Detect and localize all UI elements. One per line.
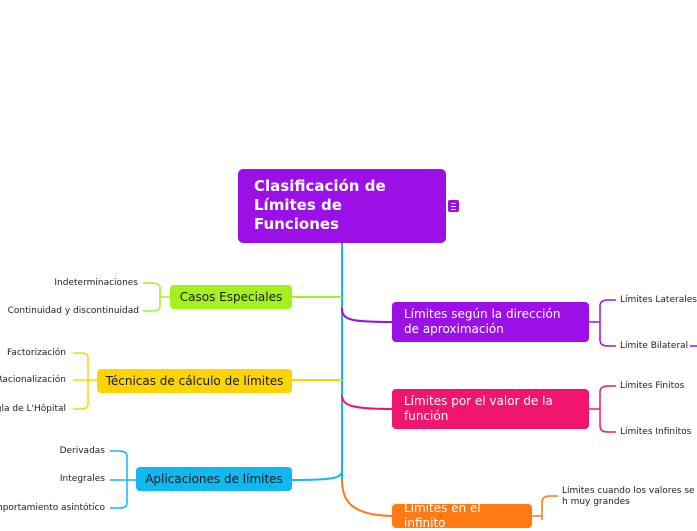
branch-direccion-aproximacion[interactable]: Límites según la dirección de aproximaci… [392, 302, 589, 342]
leaf-valores-muy-grandes[interactable]: Límites cuando los valores se h muy gran… [562, 486, 695, 507]
leaf-limites-infinitos[interactable]: Límites Infinitos [620, 427, 692, 437]
branch-aplicaciones[interactable]: Aplicaciones de límites [136, 467, 292, 491]
leaf-limites-finitos[interactable]: Límites Finitos [620, 381, 685, 391]
branch-limites-infinito[interactable]: Límites en el infinito [392, 501, 532, 530]
branch-valor-funcion[interactable]: Límites por el valor de la función [392, 389, 589, 429]
leaf-racionalizacion[interactable]: Racionalización [0, 375, 66, 385]
branch-tecnicas-calculo[interactable]: Técnicas de cálculo de límites [97, 369, 292, 393]
root-topic[interactable]: Clasificación de Límites de Funciones [238, 169, 446, 243]
branch-casos-especiales[interactable]: Casos Especiales [170, 285, 292, 309]
notes-icon[interactable] [448, 200, 459, 212]
branch-label: Límites según la dirección de aproximaci… [404, 307, 561, 336]
branch-label: Límites por el valor de la función [404, 394, 553, 423]
leaf-continuidad[interactable]: Continuidad y discontinuidad [7, 306, 139, 316]
branch-label: Casos Especiales [179, 289, 283, 304]
branch-label: Técnicas de cálculo de límites [105, 373, 284, 388]
leaf-indeterminaciones[interactable]: Indeterminaciones [54, 278, 138, 288]
leaf-derivadas[interactable]: Derivadas [59, 446, 105, 456]
branch-label: Aplicaciones de límites [145, 471, 283, 486]
leaf-lhopital[interactable]: gla de L'Hôpital [0, 404, 66, 414]
leaf-limites-laterales[interactable]: Límites Laterales [620, 295, 697, 305]
leaf-comportamiento-asintotico[interactable]: mportamiento asintótico [0, 503, 105, 513]
leaf-limite-bilateral[interactable]: Límite Bilateral [620, 341, 689, 351]
root-title: Clasificación de Límites de Funciones [254, 177, 386, 233]
leaf-factorizacion[interactable]: Factorización [7, 348, 66, 358]
connector-lines [73, 243, 697, 520]
leaf-integrales[interactable]: Integrales [59, 474, 105, 484]
branch-label: Límites en el infinito [404, 501, 481, 530]
